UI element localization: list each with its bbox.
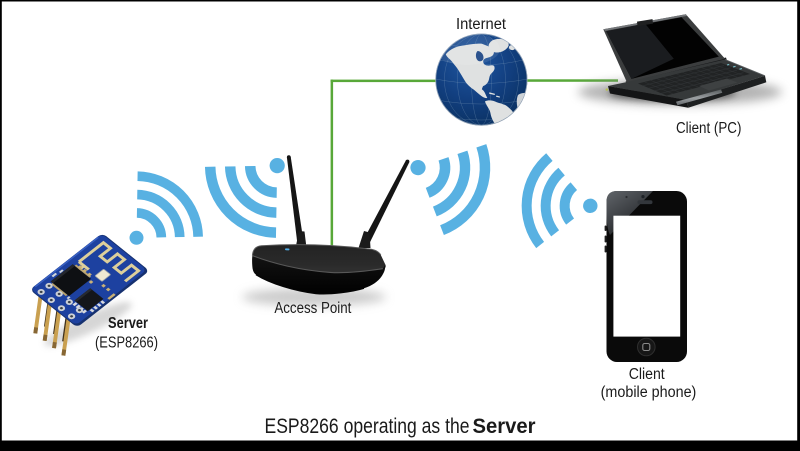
svg-text:Access Point: Access Point	[274, 300, 352, 317]
svg-text:Client: Client	[629, 366, 666, 383]
svg-text:Server: Server	[108, 315, 148, 332]
svg-text:ESP8266 operating as the: ESP8266 operating as the	[265, 415, 470, 438]
svg-text:Client (PC): Client (PC)	[676, 120, 741, 137]
svg-text:Server: Server	[473, 415, 536, 438]
svg-text:Internet: Internet	[456, 16, 507, 33]
svg-text:(ESP8266): (ESP8266)	[95, 335, 158, 352]
svg-text:(mobile phone): (mobile phone)	[601, 384, 697, 401]
